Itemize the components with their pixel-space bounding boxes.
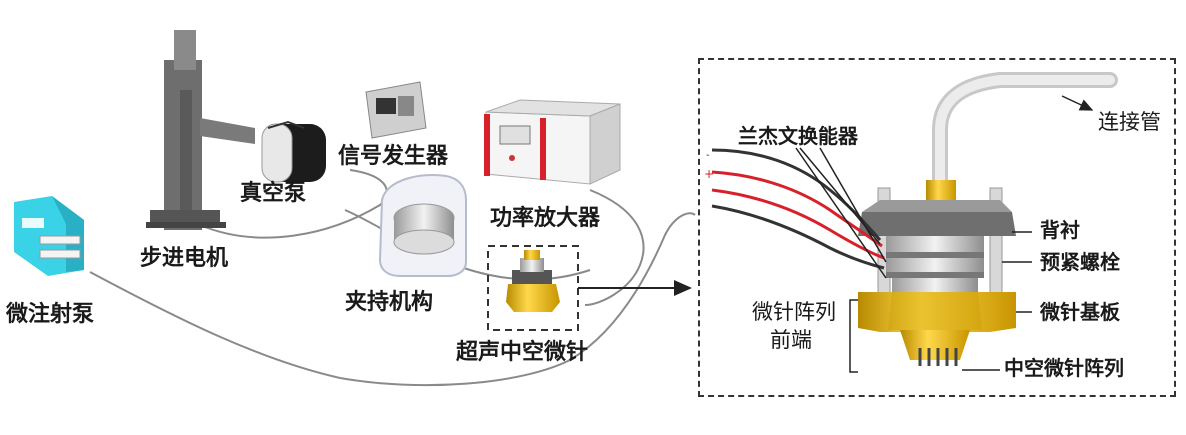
label-langevin-transducer: 兰杰文换能器 [738,124,858,148]
vacuum-pump-icon [261,120,326,183]
leader-lines [795,95,1094,373]
label-preload-bolt: 预紧螺栓 [1040,250,1120,274]
tube-motor-pump [199,169,388,239]
syringe-pump-icon [14,196,84,276]
stepper-motor-icon [146,30,255,230]
tube-clamp-needle [344,209,591,281]
label-syringe-pump: 微注射泵 [6,302,95,327]
label-array-front-line1: 微针阵列 [752,300,836,324]
transducer-assembly-icon: - + [704,72,1118,366]
connection-lines [89,169,696,387]
label-vacuum-pump: 真空泵 [240,181,307,206]
label-ultrasonic-needle: 超声中空微针 [456,340,589,365]
label-signal-generator: 信号发生器 [338,144,449,169]
svg-text:+: + [704,167,714,181]
label-array-front-line2: 前端 [770,328,812,352]
tube-amp-needle [584,189,645,306]
svg-text:-: - [706,150,710,161]
label-needle-substrate: 微针基板 [1040,300,1120,324]
clamp-icon [378,174,467,277]
label-connecting-tube: 连接管 [1098,110,1161,134]
detail-view-frame [698,58,1176,397]
label-backing: 背衬 [1040,218,1080,242]
ultrasonic-needle-icon [487,245,579,331]
label-hollow-needle-array: 中空微针阵列 [1004,356,1124,380]
signal-generator-icon [365,81,427,139]
tube-syringe-needle [89,212,696,387]
label-power-amplifier: 功率放大器 [490,206,601,231]
label-clamp: 夹持机构 [345,290,434,315]
power-amplifier-icon [484,99,621,185]
label-stepper-motor: 步进电机 [140,246,229,271]
